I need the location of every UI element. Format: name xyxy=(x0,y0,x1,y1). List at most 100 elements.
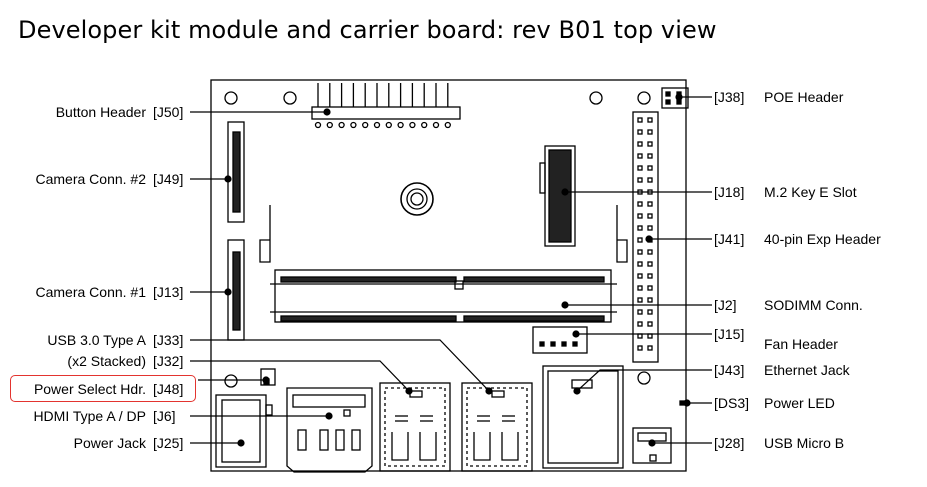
gpio-pin xyxy=(647,165,653,171)
gpio-pin xyxy=(637,249,643,255)
mount-hole xyxy=(224,374,238,388)
gpio-pin xyxy=(637,129,643,135)
gpio-header xyxy=(632,111,659,363)
gpio-pin xyxy=(647,285,653,291)
gpio-pin xyxy=(647,213,653,219)
callout-power-jack-ref: [J25] xyxy=(153,435,184,451)
callout-m2-ref: [J18] xyxy=(714,184,745,200)
gpio-pin xyxy=(647,309,653,315)
gpio-pin xyxy=(637,117,643,123)
gpio-pin xyxy=(637,309,643,315)
callout-power-jack-name: Power Jack xyxy=(73,435,146,451)
gpio-pin xyxy=(637,297,643,303)
header-pin-foot xyxy=(444,121,451,129)
callout-ethernet-ref: [J43] xyxy=(714,362,745,378)
ethernet-jack xyxy=(542,365,624,469)
button-header xyxy=(311,83,461,129)
callout-camera-1-ref: [J13] xyxy=(153,284,184,300)
callout-camera-1-name: Camera Conn. #1 xyxy=(35,284,146,300)
gpio-pin xyxy=(647,345,653,351)
gpio-pin xyxy=(647,201,653,207)
mount-hole xyxy=(637,91,651,105)
callout-gpio-name: 40-pin Exp Header xyxy=(764,231,881,247)
mount-hole xyxy=(224,91,238,105)
callout-usb-micro-ref: [J28] xyxy=(714,435,745,451)
mount-hole xyxy=(283,91,297,105)
gpio-pin xyxy=(637,213,643,219)
callout-usb-stacked-name: (x2 Stacked) xyxy=(67,353,146,369)
poe-header xyxy=(661,87,689,109)
callout-button-header-name: Button Header xyxy=(55,104,146,120)
header-pin-foot xyxy=(385,121,392,129)
header-pin-foot xyxy=(421,121,428,129)
callout-camera-2-name: Camera Conn. #2 xyxy=(35,171,146,187)
gpio-pin xyxy=(647,261,653,267)
gpio-pin xyxy=(637,345,643,351)
callout-sodimm-name: SODIMM Conn. xyxy=(764,297,863,313)
hdmi-port xyxy=(286,387,373,473)
callout-usb-name: USB 3.0 Type A xyxy=(47,332,146,348)
callout-sodimm-ref: [J2] xyxy=(714,297,737,313)
mount-hole xyxy=(589,91,603,105)
gpio-pin xyxy=(637,177,643,183)
header-pin-foot xyxy=(373,121,381,129)
callout-led-ref: [DS3] xyxy=(714,395,750,411)
usb-port-2 xyxy=(461,382,533,472)
gpio-pin xyxy=(647,177,653,183)
gpio-pin xyxy=(637,225,643,231)
gpio-pin xyxy=(647,321,653,327)
header-pin-foot xyxy=(409,121,416,129)
callout-usb-ref-2: [J32] xyxy=(153,353,184,369)
m2-slot xyxy=(539,145,576,247)
gpio-pin xyxy=(647,153,653,159)
camera-connector-2 xyxy=(227,121,245,223)
header-pin-foot xyxy=(397,121,404,129)
callout-camera-2-ref: [J49] xyxy=(153,171,184,187)
header-pin-foot xyxy=(314,121,322,129)
gpio-pin xyxy=(637,321,643,327)
header-pin-foot xyxy=(350,121,357,129)
power-jack xyxy=(215,394,273,468)
callout-led-name: Power LED xyxy=(764,395,835,411)
callout-poe-name: POE Header xyxy=(764,89,844,105)
header-pin-foot xyxy=(432,121,440,129)
gpio-pin xyxy=(647,225,653,231)
callout-hdmi-name: HDMI Type A / DP xyxy=(33,408,146,424)
gpio-pin xyxy=(637,141,643,147)
gpio-pin xyxy=(637,165,643,171)
callout-hdmi-ref: [J6] xyxy=(153,408,176,424)
sodimm-connector xyxy=(259,205,628,323)
callout-fan-name: Fan Header xyxy=(764,336,838,352)
gpio-pin xyxy=(647,141,653,147)
gpio-pin xyxy=(647,129,653,135)
page-title: Developer kit module and carrier board: … xyxy=(18,16,717,44)
callout-m2-name: M.2 Key E Slot xyxy=(764,184,857,200)
mount-hole xyxy=(637,371,651,385)
gpio-pin xyxy=(647,249,653,255)
gpio-pin xyxy=(637,273,643,279)
gpio-pin xyxy=(647,297,653,303)
standoff xyxy=(400,182,434,216)
header-pin-foot xyxy=(338,121,345,129)
callout-fan-ref: [J15] xyxy=(714,326,745,342)
fan-header xyxy=(532,326,588,354)
callout-usb-ref-1: [J33] xyxy=(153,332,184,348)
gpio-pin xyxy=(647,117,653,123)
callout-button-header-ref: [J50] xyxy=(153,104,184,120)
callout-power-select-name: Power Select Hdr. xyxy=(33,381,146,397)
callout-gpio-ref: [J41] xyxy=(714,231,745,247)
gpio-pin xyxy=(637,261,643,267)
gpio-pin xyxy=(637,285,643,291)
gpio-pin xyxy=(637,237,643,243)
callout-poe-ref: [J38] xyxy=(714,89,745,105)
callout-usb-micro-name: USB Micro B xyxy=(764,435,845,451)
header-pin-foot xyxy=(326,121,333,129)
gpio-pin xyxy=(647,273,653,279)
callout-ethernet-name: Ethernet Jack xyxy=(764,362,850,378)
callout-power-select-ref: [J48] xyxy=(153,381,184,397)
header-pin-foot xyxy=(362,121,369,129)
usb-port-1 xyxy=(379,382,451,472)
highlight-box xyxy=(10,375,196,402)
gpio-pin xyxy=(637,153,643,159)
